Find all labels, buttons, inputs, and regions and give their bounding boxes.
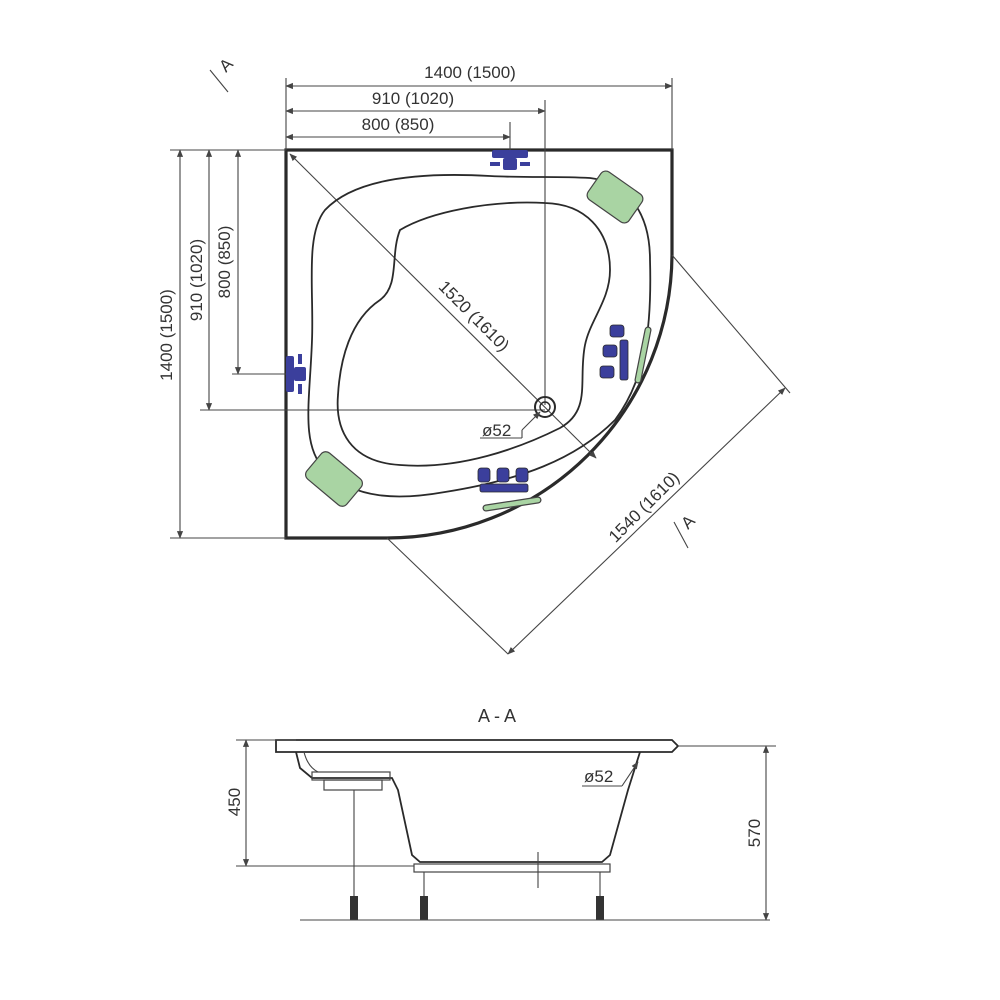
- plan-view: 1400 (1500) 910 (1020) 800 (850) 1400 (1…: [157, 54, 791, 655]
- dim-small-height-label: 800 (850): [215, 226, 234, 299]
- section-support-block: [323, 779, 383, 791]
- section-base-frame: [413, 863, 611, 873]
- dim-diagonal-label: 1520 (1610): [435, 277, 513, 355]
- section-tub-body: [295, 751, 641, 863]
- grab-handle-right: [634, 326, 652, 384]
- basin-rim: [307, 174, 652, 498]
- section-marker-bottom: A: [673, 511, 699, 549]
- section-rim: [275, 739, 680, 753]
- dim-front-label: 1540 (1610): [605, 468, 683, 546]
- section-marker-top: A: [209, 54, 237, 93]
- dim-total-width-label: 1400 (1500): [424, 63, 516, 82]
- faucet-top: [490, 150, 530, 170]
- height-total-label: 570: [745, 819, 764, 847]
- dim-mid-width-label: 910 (1020): [372, 89, 454, 108]
- dim-mid-height-label: 910 (1020): [187, 239, 206, 321]
- grab-handle-bottom: [482, 496, 542, 512]
- headrest-right: [586, 170, 644, 224]
- drain-plan: [480, 396, 556, 439]
- jet-cluster-right: [599, 324, 629, 381]
- jet-cluster-bottom: [477, 467, 529, 493]
- dim-small-width-label: 800 (850): [362, 115, 435, 134]
- headrest-left: [305, 451, 363, 507]
- basin-inner: [336, 201, 611, 467]
- svg-text:A: A: [215, 54, 237, 76]
- faucet-left: [286, 354, 306, 394]
- height-inner-label: 450: [225, 788, 244, 816]
- section-legs: [350, 790, 604, 920]
- section-title: A - A: [478, 706, 516, 726]
- dim-line-front: [507, 387, 786, 655]
- dim-total-height-label: 1400 (1500): [157, 289, 176, 381]
- svg-text:A: A: [677, 511, 699, 533]
- section-view: A - A 450 570: [225, 706, 776, 921]
- drain-diameter-label-plan: ø52: [482, 421, 511, 440]
- overflow-diameter-label: ø52: [584, 767, 613, 786]
